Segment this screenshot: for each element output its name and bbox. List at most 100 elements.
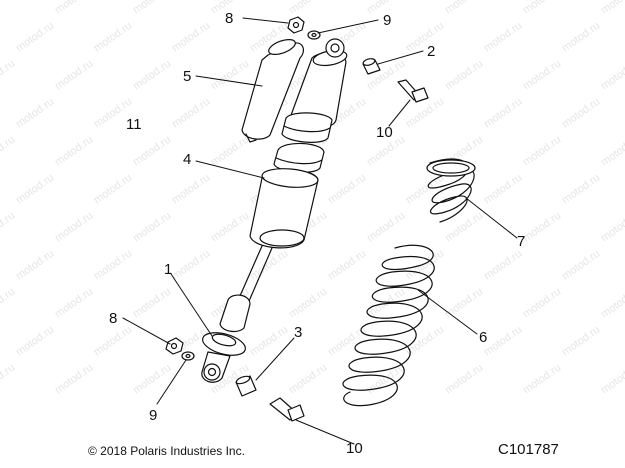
watermark-text: motod.ru	[599, 210, 625, 245]
watermark-text: motod.ru	[209, 210, 251, 245]
washer-top	[307, 30, 321, 40]
spring-assembly	[342, 158, 476, 407]
watermark-text: motod.ru	[560, 96, 602, 131]
watermark-text: motod.ru	[443, 362, 485, 397]
watermark-text: motod.ru	[92, 172, 134, 207]
watermark-text: motod.ru	[0, 0, 17, 16]
watermark-text: motod.ru	[599, 286, 625, 321]
watermark-text: motod.ru	[53, 58, 95, 93]
spring-coil	[427, 158, 475, 223]
reservoir	[241, 42, 305, 140]
adjuster-ring	[273, 142, 325, 173]
watermark-text: motod.ru	[170, 172, 212, 207]
sleeve-bottom	[235, 375, 257, 397]
watermark-text: motod.ru	[404, 20, 446, 55]
watermark-text: motod.ru	[131, 134, 173, 169]
watermark-text: motod.ru	[131, 362, 173, 397]
watermark-text: motod.ru	[287, 286, 329, 321]
watermark-text: motod.ru	[599, 134, 625, 169]
watermark-text: motod.ru	[560, 248, 602, 283]
watermark-text: motod.ru	[209, 58, 251, 93]
callout-3: 3	[294, 324, 302, 341]
nut-top	[287, 16, 305, 34]
watermark-text: motod.ru	[131, 210, 173, 245]
watermark-text: motod.ru	[53, 210, 95, 245]
watermark-text: motod.ru	[443, 0, 485, 16]
watermark-text: motod.ru	[170, 248, 212, 283]
washer-bottom	[181, 351, 195, 361]
watermark-text: motod.ru	[521, 58, 563, 93]
watermark-text: motod.ru	[365, 210, 407, 245]
watermark-text: motod.ru	[170, 96, 212, 131]
callout-6: 6	[479, 329, 487, 346]
watermark-text: motod.ru	[560, 324, 602, 359]
watermark-text: motod.ru	[326, 248, 368, 283]
watermark-text: motod.ru	[599, 362, 625, 397]
bolt-top	[397, 79, 429, 103]
watermark-text: motod.ru	[482, 96, 524, 131]
callout-10-top: 10	[376, 124, 393, 141]
watermark-text: motod.ru	[443, 58, 485, 93]
watermark-text: motod.ru	[92, 20, 134, 55]
watermark-text: motod.ru	[599, 58, 625, 93]
watermark-text: motod.ru	[560, 20, 602, 55]
top-eyelet	[325, 38, 345, 58]
watermark-text: motod.ru	[326, 172, 368, 207]
watermark-text: motod.ru	[53, 134, 95, 169]
watermark-text: motod.ru	[14, 20, 56, 55]
watermark-text: motod.ru	[287, 362, 329, 397]
watermark-text: motod.ru	[92, 324, 134, 359]
watermark-text: motod.ru	[53, 286, 95, 321]
bolt-bottom	[269, 397, 305, 422]
watermark-text: motod.ru	[521, 362, 563, 397]
watermark-text: motod.ru	[482, 324, 524, 359]
callout-5: 5	[183, 68, 191, 85]
shock-absorber	[201, 38, 348, 383]
callout-8-top: 8	[225, 10, 233, 27]
drawing-number: C101787	[498, 441, 559, 458]
callout-8-bottom: 8	[109, 310, 117, 327]
callout-4: 4	[183, 151, 191, 168]
watermark-text: motod.ru	[14, 96, 56, 131]
watermark-text: motod.ru	[404, 96, 446, 131]
watermark-text: motod.ru	[0, 58, 17, 93]
callout-7: 7	[517, 233, 525, 250]
watermark-text: motod.ru	[365, 362, 407, 397]
watermark-text: motod.ru	[14, 172, 56, 207]
watermark-text: motod.ru	[92, 248, 134, 283]
watermark-text: motod.ru	[209, 134, 251, 169]
watermark-text: motod.ru	[131, 58, 173, 93]
watermark-text: motod.ru	[0, 210, 17, 245]
watermark-text: motod.ru	[0, 286, 17, 321]
watermark-text: motod.ru	[0, 362, 17, 397]
watermark-text: motod.ru	[482, 172, 524, 207]
watermark-text: motod.ru	[560, 172, 602, 207]
callout-labels: 8 9 2 5 11 10 4 7 1 8 3 6 9 10	[109, 10, 525, 457]
watermark-text: motod.ru	[521, 0, 563, 16]
callout-10-bottom: 10	[346, 440, 363, 457]
watermark-text: motod.ru	[248, 324, 290, 359]
callout-11: 11	[126, 116, 142, 133]
watermark-text: motod.ru	[482, 248, 524, 283]
watermark-text: motod.ru	[443, 286, 485, 321]
callout-9-top: 9	[383, 12, 391, 29]
watermark-text: motod.ru	[521, 210, 563, 245]
copyright-notice: © 2018 Polaris Industries Inc.	[88, 444, 245, 458]
watermark-text: motod.ru	[53, 362, 95, 397]
watermark-text: motod.ru	[131, 0, 173, 16]
sleeve-top	[362, 58, 381, 75]
watermark-text: motod.ru	[131, 286, 173, 321]
watermark-text: motod.ru	[14, 324, 56, 359]
watermark-text: motod.ru	[0, 134, 17, 169]
watermark-text: motod.ru	[14, 248, 56, 283]
watermark-text: motod.ru	[404, 248, 446, 283]
spring-top-inner	[432, 162, 470, 174]
watermark-text: motod.ru	[443, 210, 485, 245]
spring-lower-coil	[342, 244, 435, 407]
watermark-text: motod.ru	[170, 20, 212, 55]
watermark-text: motod.ru	[53, 0, 95, 16]
watermark-text: motod.ru	[521, 286, 563, 321]
watermark-text: motod.ru	[599, 0, 625, 16]
